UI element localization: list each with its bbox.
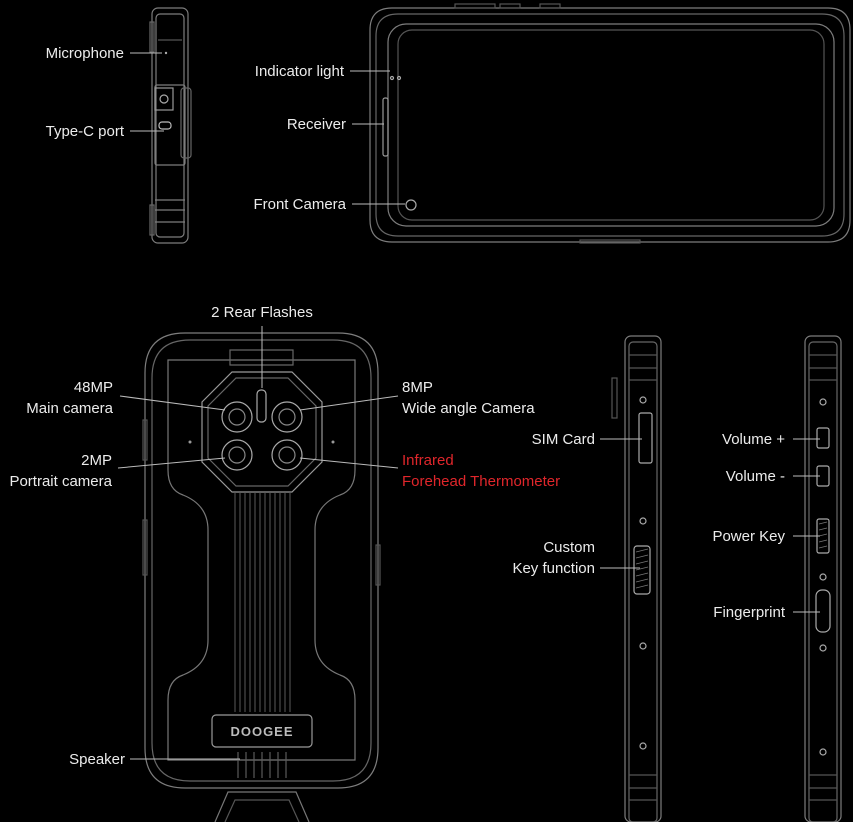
leader-portrait [117, 457, 226, 469]
label-main-camera-name: Main camera [26, 400, 113, 417]
label-portrait-camera-mp: 2MP [81, 452, 112, 469]
leader-thermometer [299, 457, 399, 469]
label-wide-camera-mp: 8MP [402, 379, 433, 396]
front-view-phone [369, 3, 851, 244]
label-portrait-camera: 2MP Portrait camera [9, 450, 112, 492]
label-type-c-port: Type-C port [45, 123, 124, 140]
label-fingerprint: Fingerprint [713, 604, 785, 621]
label-custom-key-line2: Key function [512, 560, 595, 577]
label-thermometer-line2: Forehead Thermometer [402, 473, 561, 490]
side-view-top-edge [149, 7, 192, 244]
label-thermometer: Infrared Forehead Thermometer [402, 450, 560, 492]
label-wide-camera: 8MP Wide angle Camera [402, 377, 535, 419]
leader-wide-camera [299, 395, 399, 411]
label-sim-card: SIM Card [531, 431, 595, 448]
label-indicator-light: Indicator light [254, 63, 344, 80]
label-portrait-camera-name: Portrait camera [9, 473, 112, 490]
label-front-camera: Front Camera [253, 196, 346, 213]
leader-main-camera [119, 395, 226, 411]
label-main-camera: 48MP Main camera [26, 377, 113, 419]
back-view-phone: DOOGEE [142, 332, 381, 822]
label-custom-key: Custom Key function [512, 537, 595, 579]
label-volume-up: Volume + [722, 431, 785, 448]
side-view-left-edge [611, 335, 662, 822]
doogee-logo: DOOGEE [230, 724, 293, 739]
label-thermometer-line1: Infrared [402, 452, 454, 469]
label-main-camera-mp: 48MP [73, 379, 113, 396]
side-view-right-edge [804, 335, 842, 822]
leader-lines [117, 52, 820, 760]
label-wide-camera-name: Wide angle Camera [402, 400, 535, 417]
label-volume-down: Volume - [725, 468, 785, 485]
label-power-key: Power Key [712, 528, 785, 545]
label-microphone: Microphone [45, 45, 124, 62]
label-speaker: Speaker [69, 751, 125, 768]
label-receiver: Receiver [286, 116, 346, 133]
label-rear-flashes: 2 Rear Flashes [211, 304, 313, 321]
label-custom-key-line1: Custom [543, 539, 595, 556]
